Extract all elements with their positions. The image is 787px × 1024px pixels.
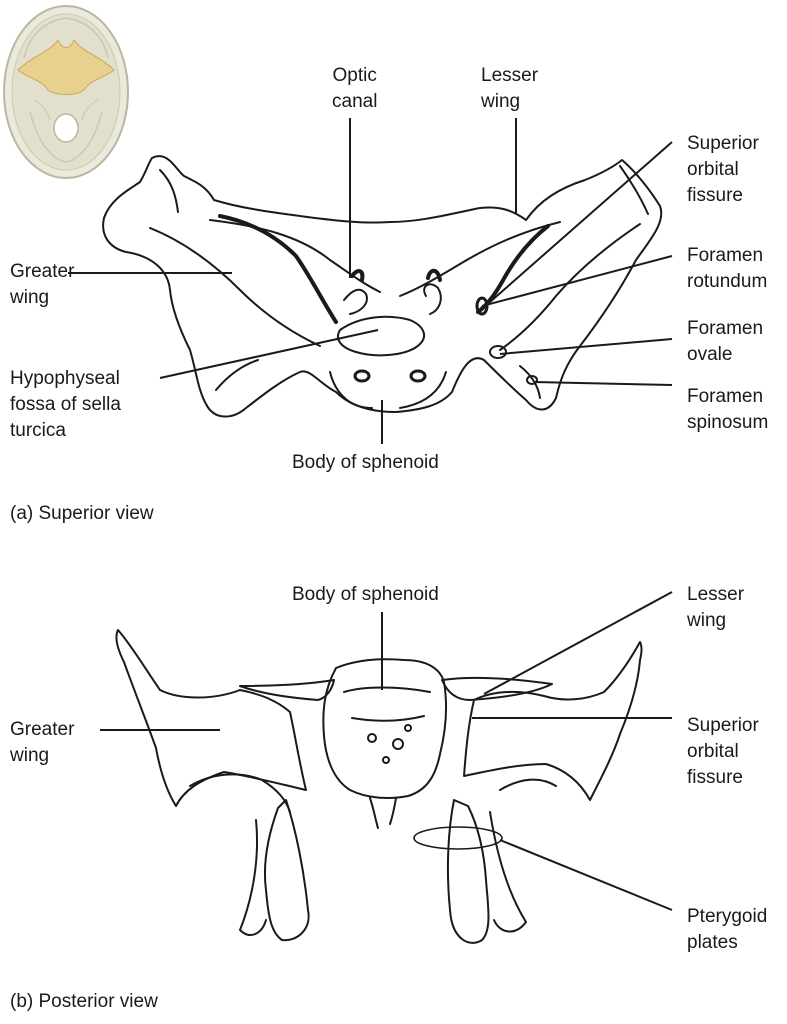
pterygoid-ring	[413, 826, 503, 850]
posterior-lesser-wing-left	[239, 679, 335, 701]
label-body-of-sphenoid-a: Body of sphenoid	[292, 452, 439, 473]
label-greater-wing-b: Greater wing	[10, 719, 75, 766]
sphenoid-superior-view	[68, 118, 673, 444]
sphenoid-highlight	[17, 38, 115, 95]
posterior-left-greater-wing	[115, 629, 307, 807]
label-foramen-ovale: Foramen ovale	[687, 318, 764, 365]
label-greater-wing-a: Greater wing	[10, 261, 75, 308]
pterygoid-plate-left	[263, 799, 310, 942]
caption-superior-view: (a) Superior view	[10, 503, 154, 524]
posterior-lesser-wing-right	[441, 676, 553, 701]
sella-turcica	[337, 315, 426, 357]
label-optic-canal: Optic canal	[332, 65, 378, 112]
label-superior-orbital-fissure-b: Superior orbital fissure	[687, 715, 759, 788]
label-hypophyseal-fossa: Hypophyseal fossa of sella turcica	[10, 368, 121, 441]
leader-pterygoid-plates	[499, 839, 673, 911]
label-foramen-rotundum: Foramen rotundum	[687, 245, 768, 292]
posterior-right-greater-wing	[463, 641, 643, 801]
leader-lesser-wing-b	[483, 591, 673, 695]
leader-foramen-rotundum	[481, 255, 673, 307]
leader-foramen-spinosum	[533, 381, 673, 386]
leader-foramen-ovale	[499, 338, 673, 355]
pterygoid-plate-right	[446, 799, 490, 944]
leader-hypophyseal-fossa	[159, 329, 379, 379]
leader-superior-orbital-fissure-a	[489, 141, 673, 303]
label-foramen-spinosum: Foramen spinosum	[687, 386, 769, 433]
label-lesser-wing-a: Lesser wing	[481, 65, 539, 112]
label-body-of-sphenoid-b: Body of sphenoid	[292, 584, 439, 605]
label-lesser-wing-b: Lesser wing	[687, 584, 745, 631]
skull-inset	[3, 5, 129, 179]
superior-view-outline	[102, 155, 663, 418]
label-pterygoid-plates: Pterygoid plates	[687, 906, 768, 953]
posterior-body	[322, 658, 448, 799]
caption-posterior-view: (b) Posterior view	[10, 991, 158, 1012]
label-superior-orbital-fissure-a: Superior orbital fissure	[687, 133, 759, 206]
